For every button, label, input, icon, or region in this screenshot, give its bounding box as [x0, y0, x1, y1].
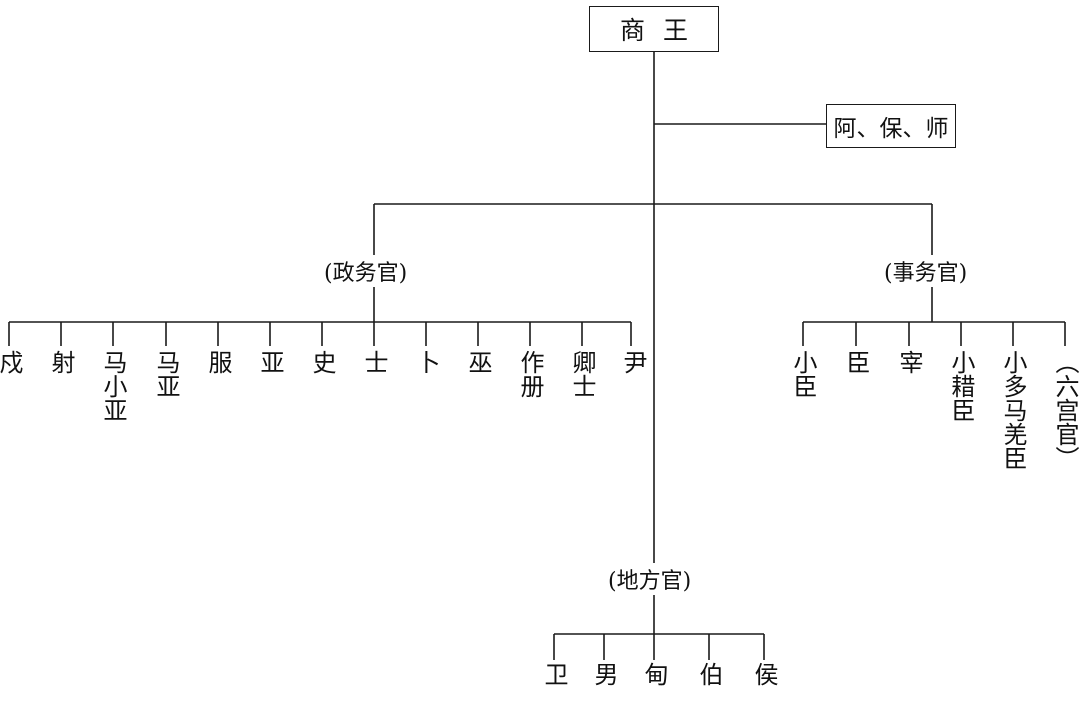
zhengwu-official: 亚 [256, 350, 284, 374]
zhengwu-official: 作册 [516, 350, 544, 398]
shiwu-official: 小臣 [789, 350, 817, 398]
zhengwu-official: 史 [308, 350, 336, 374]
shiwu-official: 小耤臣 [947, 350, 975, 422]
zhengwu-official: 服 [204, 350, 232, 374]
zhengwu-official: 卿士 [568, 350, 596, 398]
shiwu-official: （六宫官） [1051, 350, 1079, 470]
difang-official: 甸 [640, 662, 668, 686]
shiwu-official: 宰 [895, 350, 923, 374]
difang-official: 卫 [540, 662, 568, 686]
difang-official: 男 [590, 662, 618, 686]
zhengwu-official: 马亚 [152, 350, 180, 398]
shiwu-official: 小多马羌臣 [999, 350, 1027, 470]
group-label-zhengwu: (政务官) [322, 255, 410, 287]
zhengwu-official: 尹 [619, 350, 647, 374]
zhengwu-official: 巫 [464, 350, 492, 374]
advisor-node: 阿、保、师 [826, 104, 956, 148]
group-label-difang: (地方官) [606, 563, 694, 595]
zhengwu-official: 射 [47, 350, 75, 374]
zhengwu-official: 戍 [0, 350, 23, 374]
group-label-shiwu: (事务官) [882, 255, 970, 287]
zhengwu-official: 卜 [412, 350, 440, 374]
shiwu-official: 臣 [842, 350, 870, 374]
zhengwu-official: 士 [360, 350, 388, 374]
difang-official: 伯 [695, 662, 723, 686]
root-node: 商王 [589, 6, 719, 52]
difang-official: 侯 [750, 662, 778, 686]
zhengwu-official: 马小亚 [99, 350, 127, 422]
